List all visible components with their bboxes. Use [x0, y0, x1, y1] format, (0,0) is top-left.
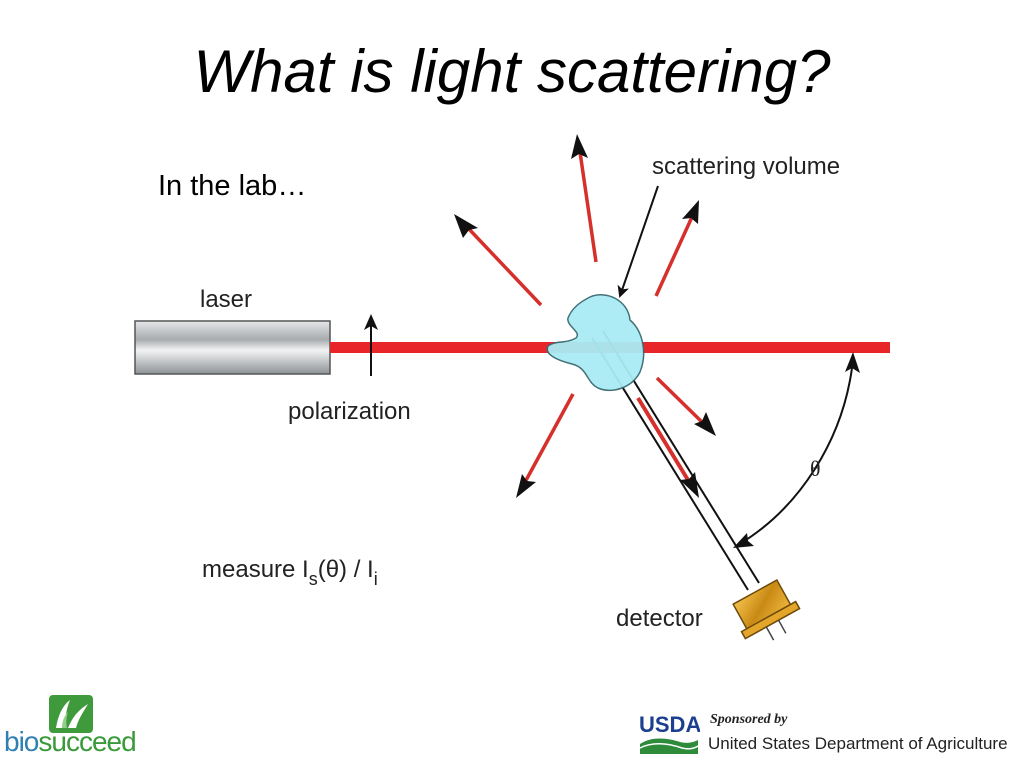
scattered-ray-up	[571, 134, 598, 263]
measure-prefix: measure I	[202, 556, 309, 583]
laser-body	[134, 320, 331, 375]
biosucceed-logo: biosucceed	[4, 690, 144, 765]
scattering-volume-label: scattering volume	[652, 153, 840, 180]
theta-angle-arc	[733, 352, 860, 548]
theta-label: θ	[810, 456, 821, 481]
biosucceed-wordmark: biosucceed	[4, 726, 137, 758]
slide-title: What is light scattering?	[193, 38, 831, 105]
scattered-ray-to-detector	[636, 396, 699, 498]
usda-sponsor-logo: USDA Sponsored by United States Departme…	[636, 700, 1024, 764]
scattered-ray-upper-right	[654, 200, 699, 297]
scattering-volume-sample	[546, 294, 645, 392]
wordmark-succeed: succeed	[38, 726, 136, 757]
detector-body	[732, 578, 801, 641]
leaf-logo-icon	[49, 695, 93, 733]
usda-abbrev: USDA	[639, 712, 700, 737]
wordmark-bio: bio	[4, 726, 39, 757]
measure-subscript-s: s	[309, 569, 318, 589]
usda-logo-icon: USDA	[639, 712, 700, 754]
light-scattering-diagram: laser polarization scattering volume θ d…	[134, 134, 890, 641]
usda-department-name: United States Department of Agriculture	[708, 734, 1008, 753]
laser-label: laser	[200, 286, 252, 313]
slide-subtitle: In the lab…	[158, 170, 307, 202]
scattered-ray-lower-left	[516, 393, 575, 498]
measure-formula: measure Is(θ) / Ii	[202, 556, 378, 589]
detector-label: detector	[616, 605, 703, 632]
scattered-ray-upper-left	[454, 214, 543, 307]
measure-subscript-i: i	[374, 569, 378, 589]
scattered-ray-lower-right	[655, 376, 716, 436]
scattering-volume-pointer	[617, 185, 659, 298]
measure-middle: (θ) / I	[318, 556, 374, 583]
polarization-arrow	[364, 314, 378, 376]
polarization-label: polarization	[288, 398, 411, 425]
sponsored-by-text: Sponsored by	[710, 712, 788, 727]
